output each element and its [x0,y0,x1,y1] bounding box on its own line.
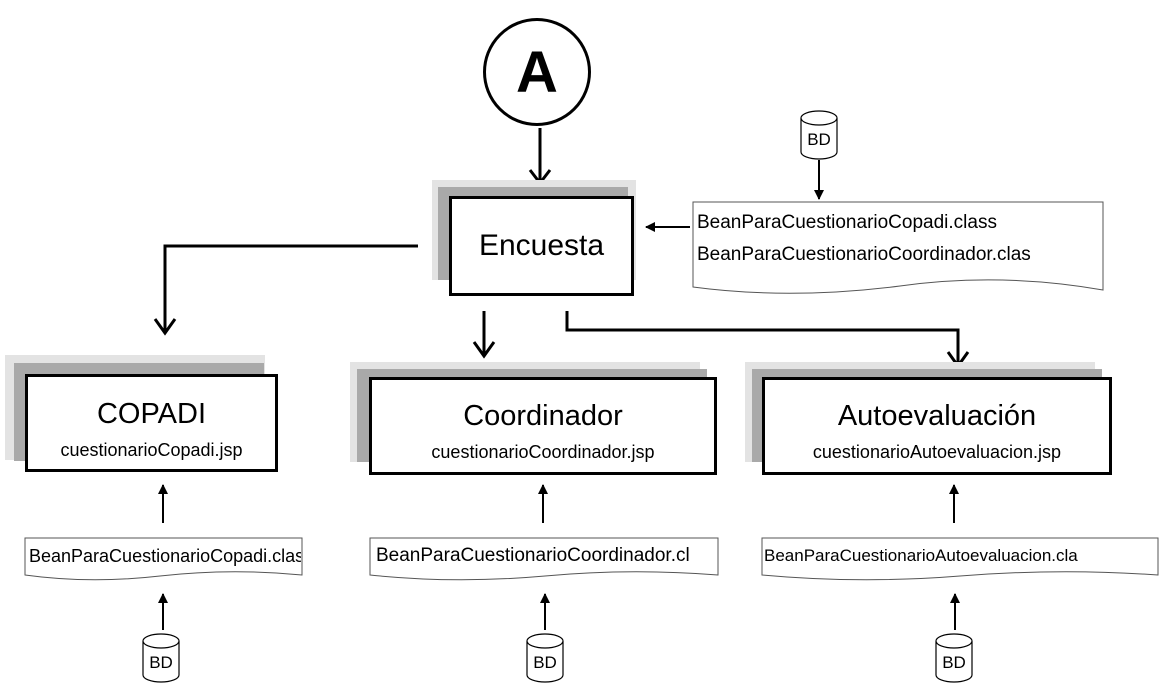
database-icon [800,110,838,160]
encuesta-doc-line-1: BeanParaCuestionarioCopadi.class [697,212,997,233]
coordinador-title: Coordinador [463,400,623,432]
database-label: BD [533,653,557,672]
copadi-file: cuestionarioCopadi.jsp [60,440,243,460]
copadi-doc-shape [24,537,303,581]
database-copadi: BD [142,633,180,683]
encuesta-box: Encuesta [449,196,634,296]
database-label: BD [942,653,966,672]
copadi-box: COPADI cuestionarioCopadi.jsp [25,374,278,472]
autoevaluacion-doc-shape [761,537,1159,581]
autoevaluacion-bean: BeanParaCuestionarioAutoevaluacion.cla [764,546,1078,565]
database-encuesta: BD [800,110,838,160]
database-icon [142,633,180,683]
autoevaluacion-file: cuestionarioAutoevaluacion.jsp [812,442,1062,462]
arrow-encuesta-to-copadi [153,244,418,336]
connector-a: A [483,18,591,126]
copadi-title: COPADI [96,398,207,430]
arrow-encuesta-to-coordinador [472,311,496,359]
coordinador-bean-doc: BeanParaCuestionarioCoordinador.cl [376,545,718,567]
encuesta-title: Encuesta [478,229,605,262]
autoevaluacion-bean-doc: BeanParaCuestionarioAutoevaluacion.cla [764,546,1156,566]
database-label: BD [807,130,831,149]
arrow-encuesta-to-autoevaluacion [565,311,970,369]
database-autoevaluacion: BD [935,633,973,683]
encuesta-doc-line-2: BeanParaCuestionarioCoordinador.clas [697,244,1031,265]
connector-label: A [516,39,558,105]
database-icon [935,633,973,683]
coordinador-box: Coordinador cuestionarioCoordinador.jsp [369,377,717,475]
database-label: BD [149,653,173,672]
coordinador-bean: BeanParaCuestionarioCoordinador.cl [376,545,690,566]
coordinador-file: cuestionarioCoordinador.jsp [431,442,655,462]
database-coordinador: BD [526,633,564,683]
database-icon [526,633,564,683]
encuesta-doc-shape [692,201,1104,294]
copadi-bean: BeanParaCuestionarioCopadi.clas [29,546,301,566]
encuesta-doc: BeanParaCuestionarioCopadi.class BeanPar… [697,212,1101,266]
copadi-bean-doc: BeanParaCuestionarioCopadi.clas [29,546,301,567]
autoevaluacion-box: Autoevaluación cuestionarioAutoevaluacio… [762,377,1112,475]
coordinador-doc-shape [369,537,719,581]
autoevaluacion-title: Autoevaluación [837,400,1037,432]
arrow-a-to-encuesta [528,128,552,186]
